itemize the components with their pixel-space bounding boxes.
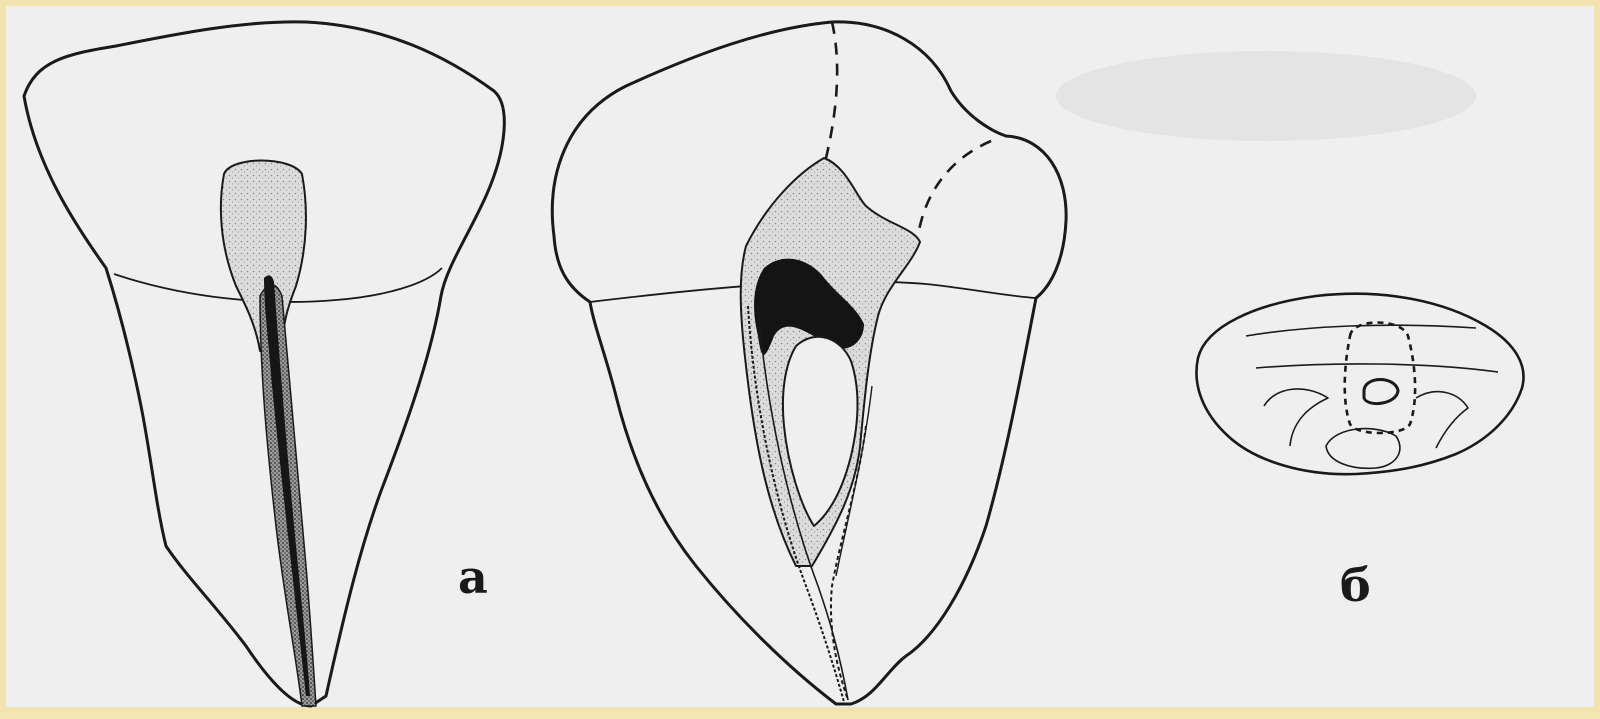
occlusal-ridge-mid: [1256, 364, 1498, 372]
tooth-cross-section: [552, 22, 1066, 704]
tooth-incisor: [24, 22, 504, 706]
occlusal-fissure-left: [1264, 389, 1328, 446]
paper-smudge: [1056, 51, 1476, 141]
cusp-line-upper: [826, 22, 837, 158]
occlusal-canal-orifice: [1364, 380, 1398, 404]
dental-diagram: [6, 6, 1600, 719]
figure-label-b: б: [1340, 562, 1371, 608]
cusp-line-lower: [918, 141, 991, 236]
tooth-occlusal-view: [1196, 294, 1523, 474]
occlusal-fissure-right: [1416, 392, 1468, 448]
occlusal-access-outline: [1345, 323, 1415, 434]
figure-label-a: a: [458, 554, 488, 600]
occlusal-cusp-bottom: [1326, 429, 1400, 469]
occlusal-outline: [1196, 294, 1523, 474]
occlusal-ridge-top: [1246, 325, 1476, 336]
